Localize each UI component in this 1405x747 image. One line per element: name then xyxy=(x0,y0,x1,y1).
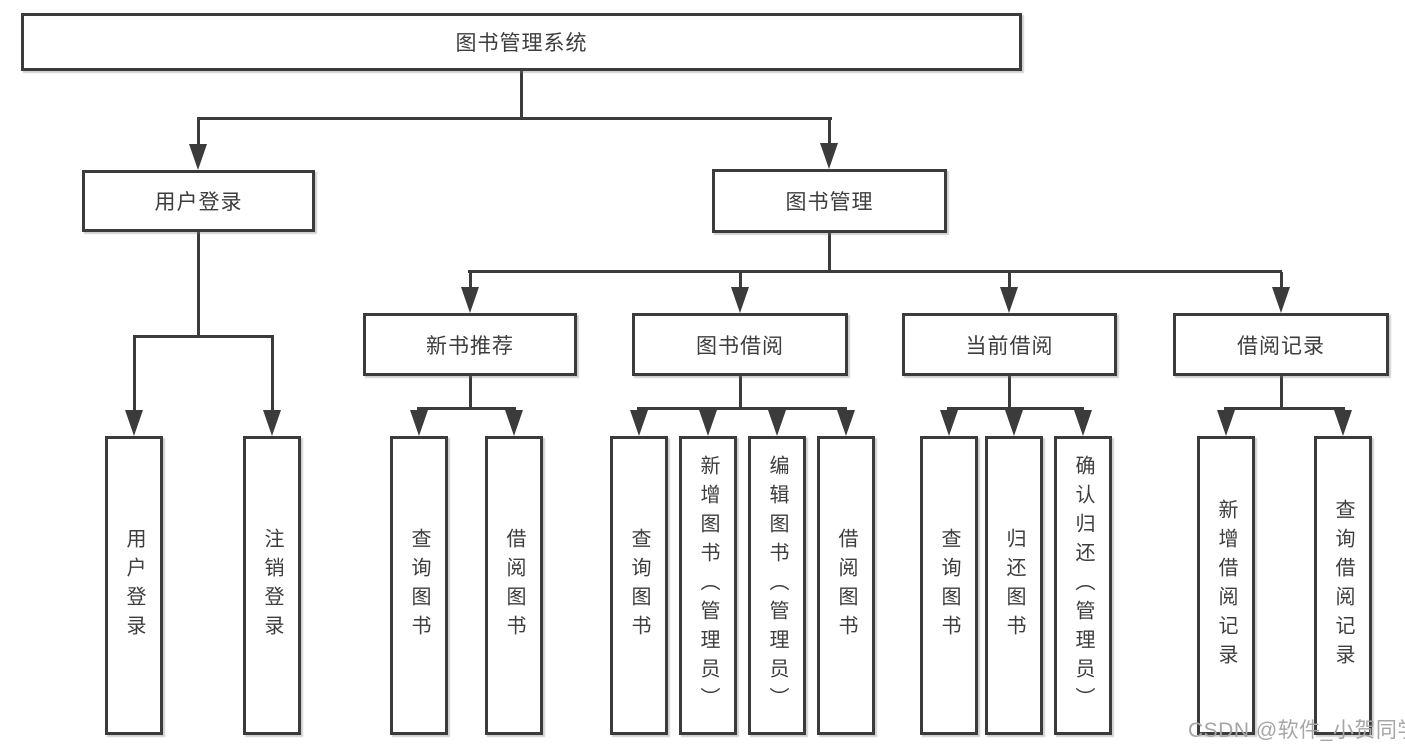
connector-drop xyxy=(133,337,136,411)
arrow-down xyxy=(461,287,479,313)
node-borrow-records: 借阅记录 xyxy=(1173,313,1389,376)
connector-root-stem xyxy=(520,71,523,118)
connector-userlogin-stem xyxy=(197,232,200,337)
leaf-logout: 注销登录 xyxy=(243,436,301,735)
connector-drop xyxy=(469,272,472,289)
connector-drop xyxy=(271,337,274,411)
arrow-down xyxy=(125,410,143,436)
arrow-down xyxy=(837,410,855,436)
connector-current-stem xyxy=(1008,376,1011,409)
leaf-query-books-recommend: 查询图书 xyxy=(390,436,448,735)
arrow-down xyxy=(505,410,523,436)
arrow-down xyxy=(820,143,838,169)
leaf-edit-books-admin: 编辑图书（管理员） xyxy=(748,436,806,735)
connector-borrow-rail xyxy=(637,407,847,410)
node-book-borrow: 图书借阅 xyxy=(632,313,848,376)
arrow-down xyxy=(768,410,786,436)
connector-root-rail xyxy=(197,117,832,120)
arrow-down xyxy=(263,410,281,436)
connector-bookmgmt-stem xyxy=(828,233,831,271)
leaf-query-borrow-record: 查询借阅记录 xyxy=(1314,436,1372,735)
connector-drop xyxy=(828,119,831,146)
leaf-borrow-books: 借阅图书 xyxy=(817,436,875,735)
connector-drop xyxy=(739,272,742,289)
connector-drop xyxy=(1008,272,1011,289)
arrow-down xyxy=(1005,410,1023,436)
connector-recommend-stem xyxy=(469,376,472,409)
connector-current-rail xyxy=(947,407,1084,410)
connector-records-rail xyxy=(1224,407,1345,410)
leaf-add-books-admin: 新增图书（管理员） xyxy=(679,436,737,735)
arrow-down xyxy=(630,410,648,436)
arrow-down xyxy=(699,410,717,436)
leaf-query-books-current: 查询图书 xyxy=(920,436,978,735)
arrow-down xyxy=(189,144,207,170)
arrow-down xyxy=(940,410,958,436)
connector-records-stem xyxy=(1280,376,1283,409)
arrow-down xyxy=(1000,287,1018,313)
connector-bookmgmt-rail xyxy=(468,270,1282,273)
connector-userlogin-rail xyxy=(133,335,274,338)
arrow-down xyxy=(1272,287,1290,313)
leaf-return-books: 归还图书 xyxy=(985,436,1043,735)
arrow-down xyxy=(1074,410,1092,436)
connector-drop xyxy=(197,119,200,146)
leaf-confirm-return-admin: 确认归还（管理员） xyxy=(1054,436,1112,735)
connector-drop xyxy=(1280,272,1283,289)
node-user-login-group: 用户登录 xyxy=(82,170,315,232)
leaf-user-login: 用户登录 xyxy=(105,436,163,735)
arrow-down xyxy=(1217,410,1235,436)
connector-recommend-rail xyxy=(417,407,516,410)
node-current-borrow: 当前借阅 xyxy=(902,313,1117,376)
node-new-book-recommend: 新书推荐 xyxy=(363,313,577,376)
arrow-down xyxy=(1334,410,1352,436)
node-book-management: 图书管理 xyxy=(712,169,947,233)
leaf-query-books-borrow: 查询图书 xyxy=(610,436,668,735)
leaf-add-borrow-record: 新增借阅记录 xyxy=(1197,436,1255,735)
node-library-system: 图书管理系统 xyxy=(21,13,1022,71)
arrow-down xyxy=(410,410,428,436)
arrow-down xyxy=(731,287,749,313)
leaf-borrow-books-recommend: 借阅图书 xyxy=(485,436,543,735)
connector-borrow-stem xyxy=(739,376,742,409)
csdn-watermark: CSDN @软件_小贺同学 xyxy=(1188,719,1405,742)
